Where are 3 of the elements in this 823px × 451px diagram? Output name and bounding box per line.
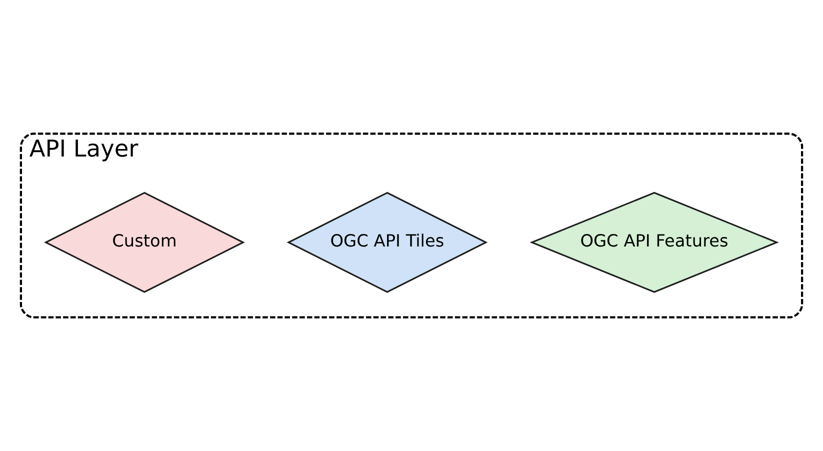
node-diamond: Custom <box>44 192 245 293</box>
node-diamond: OGC API Features <box>530 192 779 293</box>
node-diamond: OGC API Tiles <box>286 192 488 293</box>
